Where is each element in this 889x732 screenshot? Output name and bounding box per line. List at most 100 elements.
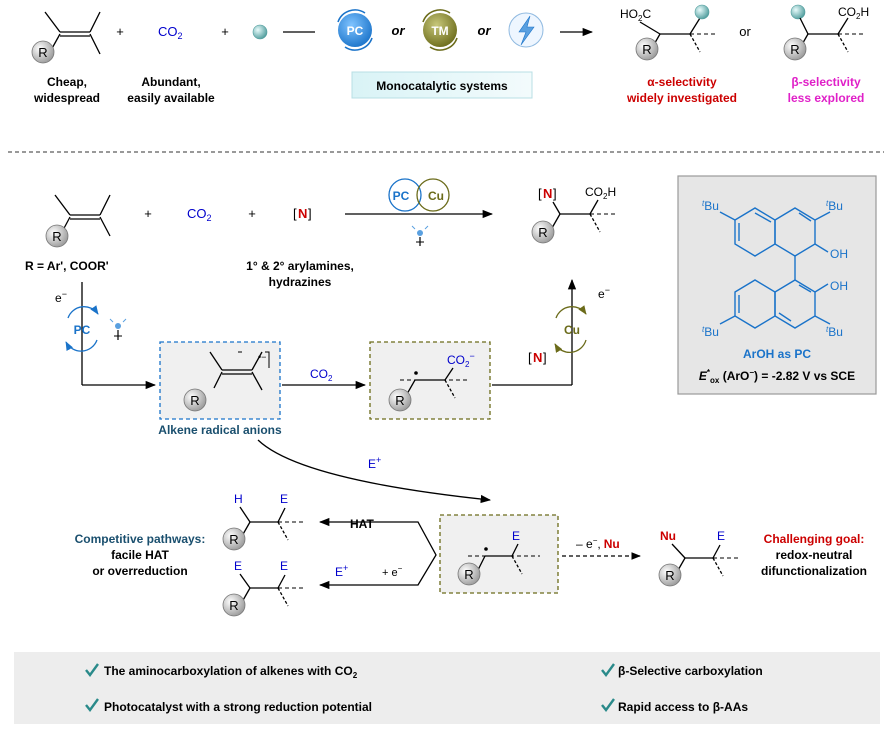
svg-text:+ e−: + e−	[382, 564, 403, 579]
summary-panel	[14, 652, 880, 724]
summary-item-2: Photocatalyst with a strong reduction po…	[104, 700, 372, 714]
svg-text:R: R	[665, 568, 674, 583]
amines-label-1: 1° & 2° arylamines,	[246, 259, 354, 273]
svg-text:tBu: tBu	[702, 325, 719, 339]
r-label: R	[38, 45, 47, 60]
competitive-pathways-title: Competitive pathways:	[75, 532, 206, 546]
light-bulb-icon	[109, 318, 127, 340]
monocatalytic-label-box	[351, 71, 533, 99]
svg-text:]: ]	[553, 186, 557, 201]
hat-product: H E R	[222, 492, 305, 551]
amine-n-reagent: [ N ]	[528, 350, 547, 365]
check-icon	[85, 698, 99, 712]
svg-text:TM: TM	[431, 24, 448, 38]
beta-functionalized-radical-box	[439, 514, 559, 594]
pc-cu-dual-catalyst-icon: PC Cu	[388, 178, 450, 212]
plus-sign: +	[248, 206, 256, 221]
tm-catalyst-icon: TM	[422, 9, 458, 51]
beta-selectivity-label: β-selectivity	[791, 75, 861, 89]
check-icon	[601, 663, 615, 677]
goal-title: Challenging goal:	[764, 532, 865, 546]
aroh-photocatalyst-box	[677, 175, 877, 395]
svg-text:R: R	[464, 567, 473, 582]
cu-catalyst-cycle-icon: Cu	[554, 305, 587, 353]
svg-text:E: E	[512, 529, 520, 543]
svg-text:Cu: Cu	[564, 323, 580, 337]
light-bulb-icon	[411, 225, 429, 246]
svg-text:[: [	[293, 206, 297, 221]
amine-n-reagent: [ N ]	[293, 206, 312, 221]
or-text: or	[478, 23, 492, 38]
svg-text:tBu: tBu	[702, 199, 719, 213]
plus-sign: +	[116, 24, 124, 39]
alpha-selectivity-note: widely investigated	[626, 91, 737, 105]
svg-text:Nu: Nu	[660, 529, 676, 543]
svg-text:E: E	[717, 529, 725, 543]
competitive-pathways-line2: facile HAT	[111, 548, 169, 562]
svg-text:E+: E+	[368, 455, 381, 471]
svg-text:[: [	[538, 186, 542, 201]
aroh-substituents: tBu tBu OH OH tBu tBu	[702, 199, 848, 339]
svg-text:R: R	[229, 598, 238, 613]
or-text: or	[392, 23, 406, 38]
svg-text:– e−,Nu: – e−,Nu	[576, 536, 620, 551]
goal-line3: difunctionalization	[761, 564, 867, 578]
beta-product: CO2H R	[783, 4, 869, 61]
pc-photocycle-icon: PC	[65, 305, 99, 352]
aroh-potential: E*ox (ArO−) = -2.82 V vs SCE	[699, 368, 855, 385]
hat-label: HAT	[350, 517, 374, 531]
competitive-pathways-line3: or overreduction	[92, 564, 187, 578]
svg-text:CO2H: CO2H	[585, 185, 616, 201]
r-group-ball	[31, 40, 55, 64]
svg-text:OH: OH	[830, 279, 848, 293]
check-icon	[85, 663, 99, 677]
svg-text:E: E	[280, 492, 288, 506]
nucleophile-ball-icon	[252, 24, 268, 40]
svg-text:R: R	[538, 225, 547, 240]
svg-text:[: [	[528, 350, 532, 365]
beta-amino-acid-product: [ N ] CO2H R	[531, 185, 618, 244]
co2-label-2: easily available	[127, 91, 215, 105]
difunctionalized-product: Nu E R	[658, 529, 740, 587]
svg-text:N: N	[298, 206, 307, 221]
svg-text:N: N	[533, 350, 542, 365]
svg-text:CO2−: CO2−	[447, 351, 475, 369]
check-icon	[601, 698, 615, 712]
plus-sign: +	[221, 24, 229, 39]
svg-text:E: E	[234, 559, 242, 573]
svg-text:PC: PC	[74, 323, 91, 337]
r-definition: R = Ar', COOR'	[25, 259, 109, 273]
svg-text:•−: •−	[258, 352, 266, 362]
svg-text:R: R	[229, 532, 238, 547]
svg-text:R: R	[642, 42, 651, 57]
summary-item-4: Rapid access to β-AAs	[618, 700, 748, 714]
svg-text:]: ]	[543, 350, 547, 365]
co2-top: CO2	[158, 24, 183, 41]
amines-label-2: hydrazines	[269, 275, 332, 289]
svg-text:PC: PC	[393, 189, 410, 203]
svg-text:H: H	[234, 492, 243, 506]
svg-text:R: R	[790, 42, 799, 57]
radical-anion-structure: R •−	[183, 351, 270, 412]
svg-text:Cu: Cu	[428, 189, 444, 203]
svg-text:E+: E+	[335, 563, 348, 579]
ho2c-label: HO2C	[620, 7, 651, 23]
alpha-selectivity-label: α-selectivity	[647, 75, 717, 89]
top-alkene: R	[31, 11, 101, 64]
or-text: or	[739, 24, 751, 39]
svg-text:PC: PC	[347, 24, 364, 38]
svg-text:e−: e−	[598, 285, 610, 301]
summary-item-3: β-Selective carboxylation	[618, 664, 763, 678]
aroh-structure	[719, 207, 831, 329]
radical-anion-label: Alkene radical anions	[158, 423, 282, 437]
svg-text:OH: OH	[830, 247, 848, 261]
plus-sign: +	[144, 206, 152, 221]
svg-text:R: R	[52, 229, 61, 244]
co2-label-1: Abundant,	[141, 75, 200, 89]
monocatalytic-label: Monocatalytic systems	[376, 79, 508, 93]
substrate-alkene: R	[45, 194, 111, 248]
svg-text:R: R	[190, 393, 199, 408]
svg-text:CO2H: CO2H	[838, 5, 869, 21]
